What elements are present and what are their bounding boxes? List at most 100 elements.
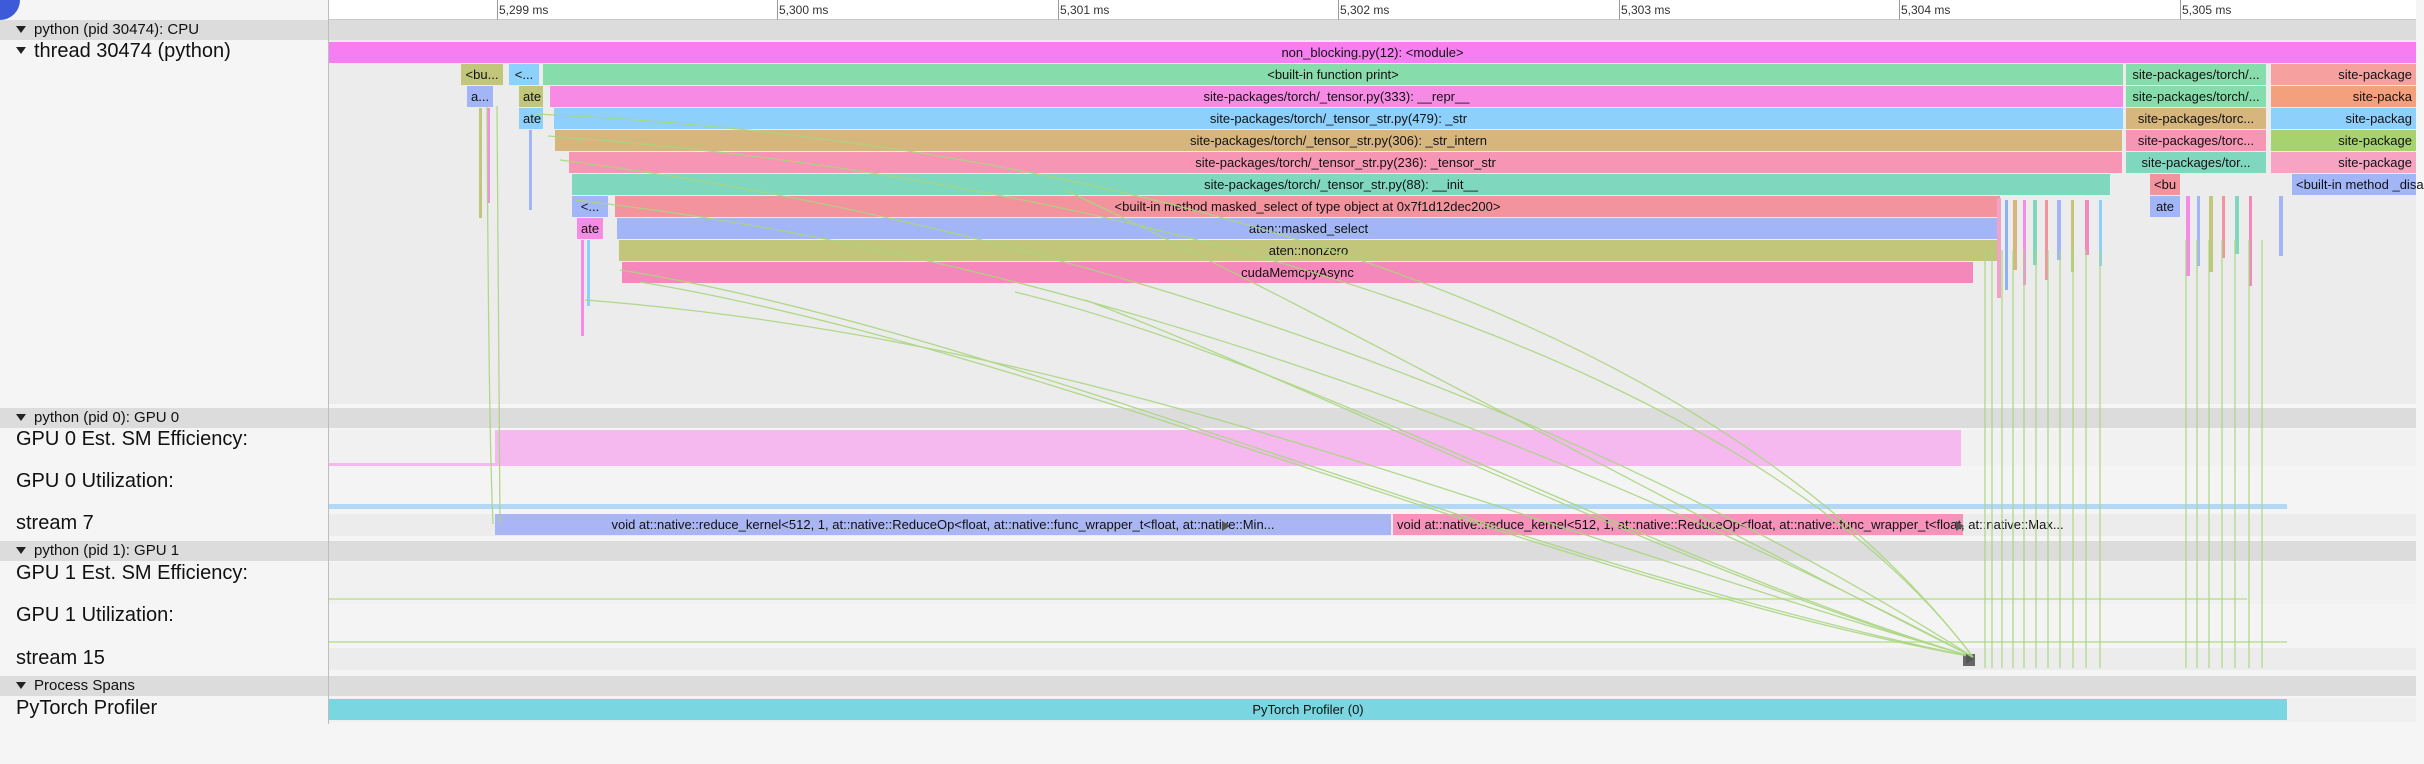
track-thread-label[interactable]: thread 30474 (python) (16, 40, 231, 63)
slice-nonzero[interactable]: aten::nonzero (619, 240, 1998, 261)
slice-ate[interactable]: ate (519, 108, 543, 129)
track-label-divider[interactable] (328, 0, 329, 724)
flow-arrow (559, 159, 1974, 658)
ruler-tick (1058, 0, 1059, 20)
track-stream15-label: stream 15 (16, 647, 105, 669)
gpu0-sm-track[interactable] (329, 430, 2416, 466)
slice-lt[interactable]: <... (509, 64, 539, 85)
ruler-label: 5,299 ms (499, 3, 549, 17)
ruler-tick (1338, 0, 1339, 20)
slice-fragment[interactable] (2197, 196, 2200, 266)
slice-fragment[interactable] (2222, 196, 2225, 258)
slice-fragment[interactable] (2071, 200, 2074, 272)
time-ruler[interactable]: 5,299 ms 5,300 ms 5,301 ms 5,302 ms 5,30… (329, 0, 2416, 20)
track-gpu1-sm-label: GPU 1 Est. SM Efficiency: (16, 562, 248, 584)
slice-fragment[interactable] (2099, 200, 2102, 266)
slice-tensor-str[interactable]: site-packages/torch/_tensor_str.py(236):… (569, 152, 2122, 173)
collapse-caret-icon[interactable] (16, 546, 26, 554)
slice-right-torc[interactable]: site-packages/torc... (2126, 130, 2266, 151)
flow-arrows (486, 105, 2263, 668)
slice-str[interactable]: site-packages/torch/_tensor_str.py(479):… (554, 108, 2123, 129)
slice-fragment[interactable] (2033, 200, 2037, 265)
ruler-label: 5,300 ms (779, 3, 829, 17)
profiler-track[interactable]: PyTorch Profiler (0) (329, 698, 2416, 722)
slice-right-ate[interactable]: ate (2150, 196, 2180, 217)
kernel-min-slice[interactable]: void at::native::reduce_kernel<512, 1, a… (495, 514, 1391, 535)
slice-far-site[interactable]: site-packa (2271, 86, 2416, 107)
ruler-tick (1619, 0, 1620, 20)
ruler-label: 5,303 ms (1621, 3, 1671, 17)
profiler-span[interactable]: PyTorch Profiler (0) (329, 699, 2287, 720)
slice-fragment[interactable] (529, 130, 532, 210)
slice-init[interactable]: site-packages/torch/_tensor_str.py(88): … (572, 174, 2110, 195)
section-gpu0[interactable]: python (pid 0): GPU 0 (0, 408, 2416, 428)
slice-right-torc[interactable]: site-packages/torc... (2126, 108, 2266, 129)
slice-repr[interactable]: site-packages/torch/_tensor.py(333): __r… (550, 86, 2123, 107)
flow-arrowhead-icon (1966, 654, 1974, 664)
slice-right-print[interactable]: site-packages/torch/... (2126, 64, 2266, 85)
slice-right-tor[interactable]: site-packages/tor... (2126, 152, 2266, 173)
track-stream7-label: stream 7 (16, 512, 94, 534)
slice-far-site[interactable]: site-package (2271, 152, 2416, 173)
section-process-spans[interactable]: Process Spans (0, 676, 2416, 696)
flow-arrow (496, 105, 501, 525)
slice-far-site[interactable]: site-package (2271, 130, 2416, 151)
slice-fragment[interactable] (2023, 200, 2026, 285)
sm-efficiency-bar[interactable] (495, 430, 1961, 466)
slice-fragment[interactable] (2186, 196, 2190, 276)
slice-right-torc[interactable]: site-packages/torch/... (2126, 86, 2266, 107)
slice-fragment[interactable] (2013, 200, 2017, 270)
section-title: Process Spans (34, 677, 135, 694)
slice-fragment[interactable] (581, 240, 584, 336)
slice-fragment[interactable] (2005, 200, 2008, 290)
slice-fragment[interactable] (587, 240, 590, 306)
slice-masked-select-method[interactable]: <built-in method masked_select of type o… (615, 196, 2000, 217)
ruler-tick (497, 0, 498, 20)
slice-ate3[interactable]: ate (577, 218, 603, 239)
collapse-caret-icon[interactable] (16, 681, 26, 689)
slice-fragment[interactable] (2279, 196, 2283, 256)
slice-masked-select[interactable]: aten::masked_select (617, 218, 2000, 239)
slice-str-intern[interactable]: site-packages/torch/_tensor_str.py(306):… (555, 130, 2122, 151)
flow-arrow (574, 199, 1974, 658)
gpu1-sm-track[interactable] (329, 562, 2416, 604)
section-gpu1[interactable]: python (pid 1): GPU 1 (0, 541, 2416, 561)
slice-fragment[interactable] (487, 108, 490, 203)
slice-fragment[interactable] (2249, 196, 2252, 286)
flow-arrowhead-icon (1956, 521, 1964, 531)
slice-far-site[interactable]: site-packag (2271, 108, 2416, 129)
slice-fragment[interactable] (2235, 196, 2239, 254)
slice-fragment[interactable] (2045, 200, 2048, 280)
ruler-label: 5,301 ms (1060, 3, 1110, 17)
flow-arrow (1014, 291, 1974, 658)
slice-ate[interactable]: ate (519, 86, 543, 107)
slice-far-site[interactable]: site-package (2271, 64, 2416, 85)
slice-print[interactable]: <built-in function print> (543, 64, 2123, 85)
gpu1-util-track[interactable] (329, 606, 2416, 648)
slice-right-bu[interactable]: <bu (2150, 174, 2180, 195)
slice-fragment[interactable] (2085, 200, 2089, 255)
collapse-caret-icon[interactable] (16, 413, 26, 421)
slice-a[interactable]: a... (467, 86, 493, 107)
flow-arrow (639, 281, 1974, 658)
collapse-caret-icon[interactable] (16, 47, 26, 55)
slice-fragment[interactable] (2209, 196, 2213, 272)
slice-module[interactable]: non_blocking.py(12): <module> (329, 42, 2416, 63)
slice-bu[interactable]: <bu... (461, 64, 503, 85)
section-title: python (pid 30474): CPU (34, 21, 200, 38)
slice-fragment[interactable] (2057, 200, 2061, 260)
slice-fragment[interactable] (1997, 198, 2001, 298)
utilization-line (329, 641, 2287, 643)
flow-arrow (535, 113, 1974, 658)
slice-far-builtin[interactable]: <built-in method _disa (2292, 174, 2424, 195)
ruler-label: 5,304 ms (1901, 3, 1951, 17)
slice-fragment[interactable] (479, 108, 482, 218)
gpu0-util-track[interactable] (329, 470, 2416, 512)
collapse-caret-icon[interactable] (16, 25, 26, 33)
track-gpu0-sm-label: GPU 0 Est. SM Efficiency: (16, 428, 248, 450)
track-gpu0-util-label: GPU 0 Utilization: (16, 470, 174, 492)
thread-track[interactable]: non_blocking.py(12): <module> <bu... <..… (329, 40, 2424, 404)
section-cpu[interactable]: python (pid 30474): CPU (0, 20, 2416, 40)
ruler-tick (777, 0, 778, 20)
flow-arrow (1064, 189, 1974, 658)
